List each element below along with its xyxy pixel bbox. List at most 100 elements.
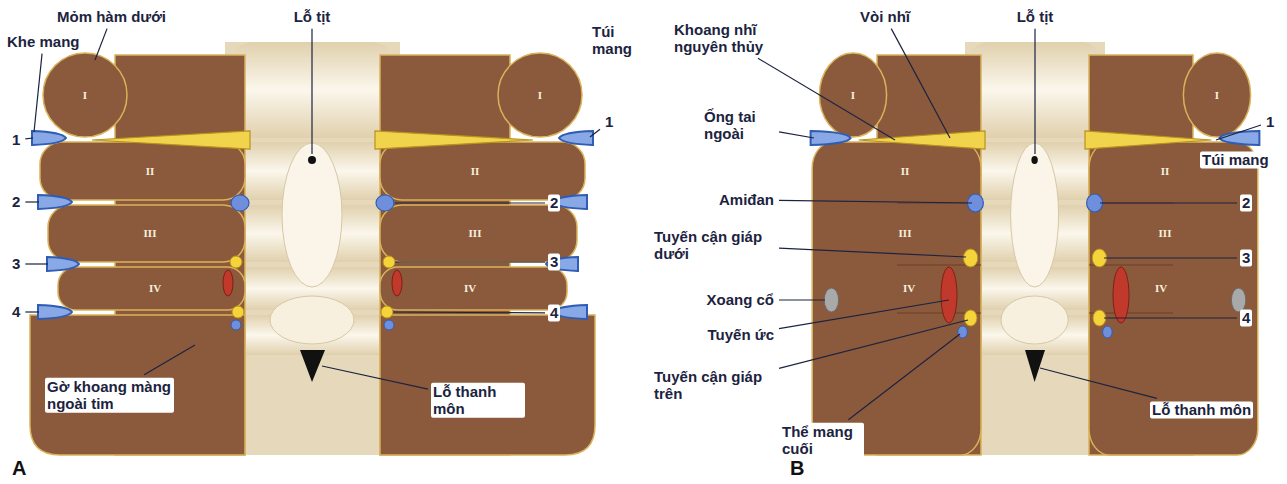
pouch-bud	[381, 306, 393, 318]
arch-numeral: IV	[149, 283, 161, 294]
callout-label: Lỗ tịt	[292, 8, 333, 25]
epicardial-ridge	[30, 315, 245, 455]
pharyngeal-arch	[380, 267, 567, 310]
arch-numeral: I	[83, 90, 87, 101]
callout-label: 1	[603, 113, 615, 130]
callout-label: Mỏm hàm dưới	[55, 8, 168, 25]
pharyngeal-pouch	[231, 195, 249, 211]
right-wall	[1085, 53, 1259, 455]
arch-numeral: IV	[903, 283, 915, 294]
foramen-cecum	[1031, 156, 1037, 164]
callout-label: Amiđan	[717, 191, 776, 208]
callout-label: Gờ khoang màng ngoài tim	[45, 378, 174, 413]
leader-line	[1216, 125, 1261, 140]
leader-line	[1104, 257, 1237, 258]
callout-label: Xoang cổ	[704, 291, 776, 308]
leader-line	[891, 29, 950, 138]
callout-label: Lỗ thanh môn	[1150, 401, 1253, 418]
leader-line	[144, 345, 195, 375]
pharyngeal-pouch	[92, 131, 250, 149]
superior-parathyroid	[1093, 310, 1106, 326]
leader-line	[34, 54, 42, 132]
pharyngeal-arch	[58, 267, 245, 310]
leader-line	[1040, 368, 1157, 398]
callout-label: Lỗ thanh môn	[431, 383, 525, 418]
pouch-bud	[383, 256, 395, 268]
callout-label: Tuyến ức	[706, 326, 776, 343]
pouch-bud	[232, 306, 244, 318]
leader-line	[25, 311, 39, 312]
leader-line	[779, 132, 814, 138]
pouch-bud	[392, 270, 402, 296]
arch-numeral: II	[471, 166, 480, 177]
thymus	[1113, 267, 1129, 323]
pharyngeal-arch	[48, 205, 245, 262]
hypobranchial-eminence	[1001, 296, 1068, 344]
pouch-bud	[230, 256, 242, 268]
callout-label: 1	[1264, 113, 1276, 130]
arch-numeral: I	[538, 90, 542, 101]
leader-line	[758, 58, 895, 140]
leader-line	[779, 200, 972, 203]
callout-label: Ống tai ngoài	[702, 108, 776, 143]
leader-line	[1100, 202, 1237, 203]
mandibular-arch	[43, 53, 127, 137]
arch-numeral: III	[1159, 228, 1172, 239]
arch-numeral: IV	[1155, 283, 1167, 294]
left-wall	[30, 53, 250, 455]
panel-letter: B	[790, 458, 804, 478]
tongue-swelling	[1011, 143, 1059, 287]
leader-line	[1034, 29, 1035, 154]
leader-line	[25, 263, 48, 264]
arch-numeral: II	[146, 166, 155, 177]
leader-line	[779, 320, 968, 368]
hypobranchial-eminence	[270, 296, 354, 344]
laryngeal-orifice	[1025, 350, 1045, 382]
leader-line	[395, 261, 545, 262]
pharyngeal-arch	[40, 142, 245, 200]
callout-label: Túi mang	[590, 23, 642, 58]
branchial-cleft	[32, 131, 66, 145]
pouch-bud	[223, 270, 233, 296]
neck-wall	[1089, 142, 1258, 455]
callout-label: 2	[1240, 194, 1252, 211]
callout-label: Khoang nhĩ nguyên thủy	[672, 21, 776, 56]
epicardial-ridge	[380, 315, 595, 455]
ultimobranchial-body	[1103, 326, 1113, 338]
pharyngeal-pouch	[1085, 131, 1211, 149]
pouch-bud	[384, 320, 394, 330]
callout-label: Tuyến cận giáp trên	[652, 368, 776, 403]
leader-line	[311, 29, 312, 154]
branchial-cleft	[38, 195, 72, 209]
mandibular-arch	[498, 53, 582, 137]
laryngeal-orifice	[300, 350, 325, 382]
callout-label: Thể mang cuối	[780, 423, 864, 458]
callout-label: 3	[548, 253, 560, 270]
mandibular-arch	[819, 53, 886, 137]
leader-line	[25, 201, 39, 202]
thymus	[941, 267, 957, 323]
branchial-cleft	[559, 131, 593, 145]
leader-line	[590, 129, 600, 137]
foramen-cecum	[308, 156, 316, 164]
leader-lines	[25, 29, 1261, 420]
mandibular-arch	[1183, 53, 1250, 137]
arch-numeral: III	[899, 228, 912, 239]
callout-label: Khe mang	[5, 33, 82, 50]
leader-line	[779, 299, 825, 300]
inferior-parathyroid	[963, 249, 977, 267]
arch-numeral: I	[851, 90, 855, 101]
pharyngeal-pouch	[859, 131, 985, 149]
leader-line	[95, 29, 107, 60]
leader-line	[393, 311, 545, 313]
callout-label: 2	[10, 193, 22, 210]
pharyngeal-arch	[380, 142, 585, 200]
branchial-cleft	[47, 257, 79, 271]
branchial-cleft	[1219, 131, 1259, 145]
leader-line	[1104, 317, 1237, 318]
arch-numeral: III	[469, 228, 482, 239]
pharyngeal-pouch	[375, 131, 533, 149]
arch-numeral: II	[1161, 166, 1170, 177]
